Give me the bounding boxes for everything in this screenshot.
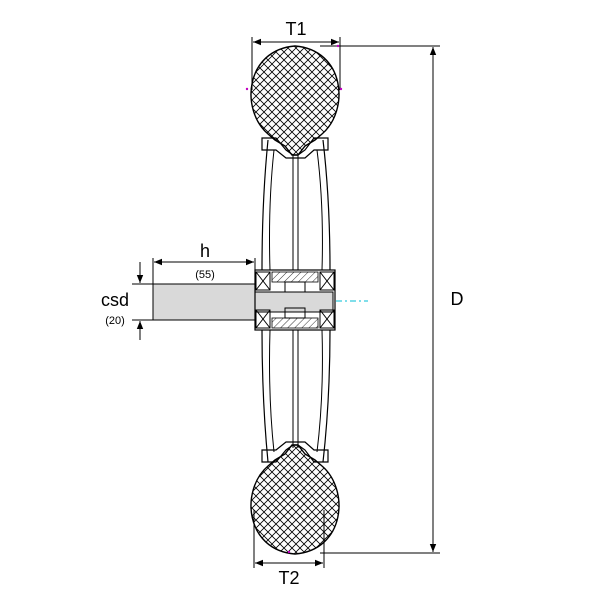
tyre-bottom [250, 444, 340, 555]
construction-markers [245, 44, 343, 554]
bearing-bottom-right [319, 309, 335, 329]
wheel-web [261, 139, 331, 463]
bearing-top-right [319, 271, 335, 291]
rim-bottom [261, 441, 329, 463]
dimension-t2: T2 [253, 510, 325, 588]
t2-label: T2 [278, 568, 299, 588]
h-value: (55) [195, 269, 215, 281]
d-label: D [451, 289, 464, 309]
h-label: h [200, 241, 210, 261]
dimension-d: D [320, 45, 464, 554]
bearing-bottom-left [255, 309, 271, 329]
bearing-top-left [255, 271, 271, 291]
tyre-top [250, 45, 340, 156]
csd-label: csd [101, 290, 129, 310]
csd-value: (20) [105, 315, 125, 327]
dimension-csd: csd (20) [101, 262, 153, 340]
hub [254, 269, 336, 331]
rim-top [261, 137, 329, 159]
t1-label: T1 [285, 19, 306, 39]
dimension-h: h (55) [152, 241, 256, 284]
shaft [152, 283, 334, 321]
